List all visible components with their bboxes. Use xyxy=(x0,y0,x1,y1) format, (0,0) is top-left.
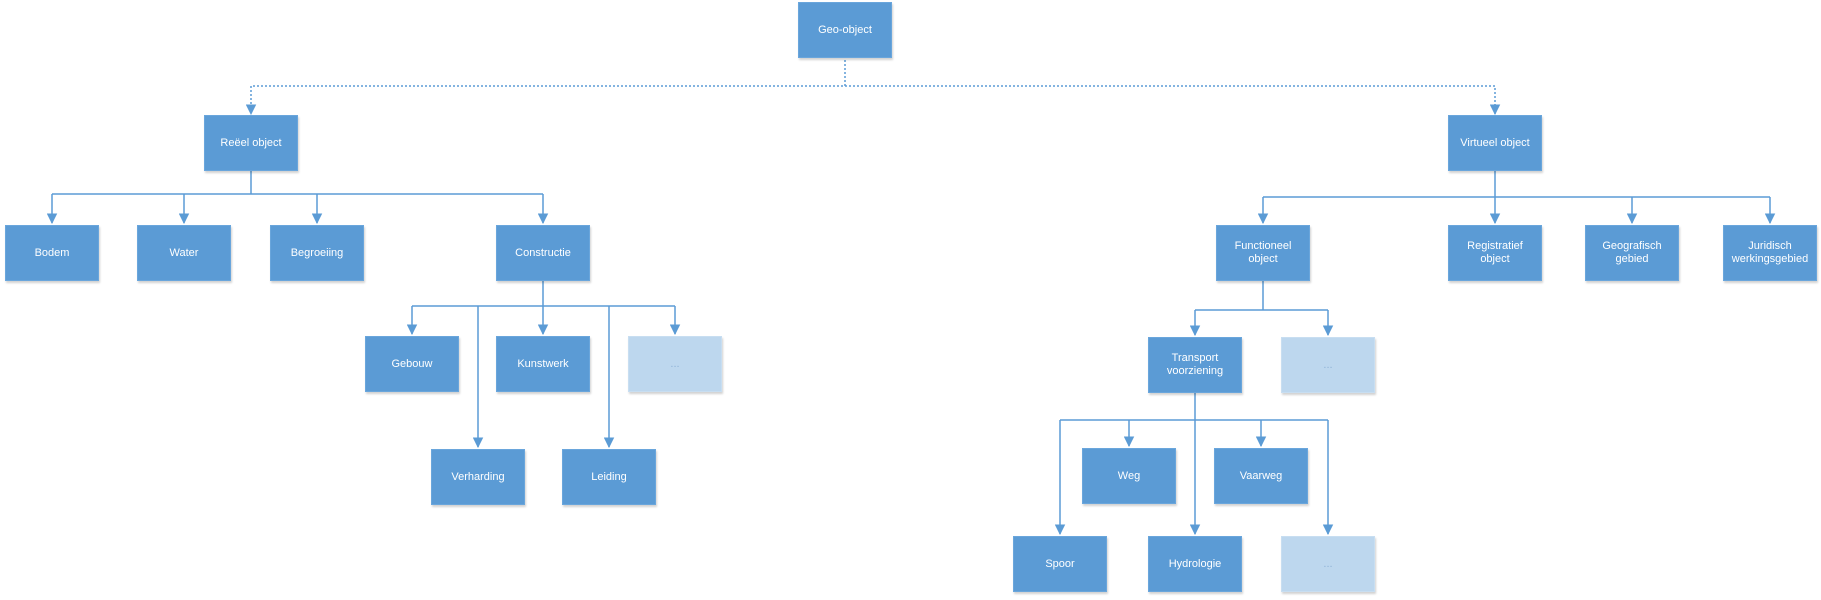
node-label: Gebouw xyxy=(391,357,433,370)
node-label: Leiding xyxy=(591,470,627,483)
node-verharding[interactable]: Verharding xyxy=(431,449,525,505)
node-label: Weg xyxy=(1117,469,1141,482)
node-gebouw[interactable]: Gebouw xyxy=(365,336,459,392)
node-label: Registratief object xyxy=(1467,240,1523,265)
node-label: Geografisch gebied xyxy=(1602,240,1662,265)
node-registratief-object[interactable]: Registratief object xyxy=(1448,225,1542,281)
node-transport-voorziening[interactable]: Transport voorziening xyxy=(1148,337,1242,393)
node-label: ... xyxy=(1323,358,1333,371)
node-vaarweg[interactable]: Vaarweg xyxy=(1214,448,1308,504)
node-label: Virtueel object xyxy=(1460,136,1530,149)
node-spoor[interactable]: Spoor xyxy=(1013,536,1107,592)
node-functioneel-more[interactable]: ... xyxy=(1281,337,1375,393)
node-functioneel-object[interactable]: Functioneel object xyxy=(1216,225,1310,281)
node-geografisch-gebied[interactable]: Geografisch gebied xyxy=(1585,225,1679,281)
node-label: Transport voorziening xyxy=(1166,352,1224,377)
node-label: Vaarweg xyxy=(1239,469,1283,482)
node-water[interactable]: Water xyxy=(137,225,231,281)
node-geo-object[interactable]: Geo-object xyxy=(798,2,892,58)
node-begroeiing[interactable]: Begroeiing xyxy=(270,225,364,281)
connector-geo-virtueel xyxy=(845,85,1501,116)
node-label: Verharding xyxy=(451,470,505,483)
node-label: Begroeiing xyxy=(290,246,344,259)
node-transport-more[interactable]: ... xyxy=(1281,536,1375,592)
node-label: Water xyxy=(169,246,199,259)
node-hydrologie[interactable]: Hydrologie xyxy=(1148,536,1242,592)
node-constructie-more[interactable]: ... xyxy=(628,336,722,392)
node-leiding[interactable]: Leiding xyxy=(562,449,656,505)
node-label: Spoor xyxy=(1045,557,1075,570)
connector-virtueel-bus xyxy=(1263,171,1770,198)
node-label: ... xyxy=(1323,557,1333,570)
node-kunstwerk[interactable]: Kunstwerk xyxy=(496,336,590,392)
connector-reeel-bus xyxy=(52,171,543,195)
node-constructie[interactable]: Constructie xyxy=(496,225,590,281)
node-label: Reëel object xyxy=(220,136,282,149)
connector-geo-reeel xyxy=(245,56,846,116)
node-bodem[interactable]: Bodem xyxy=(5,225,99,281)
node-label: Geo-object xyxy=(818,23,872,36)
node-juridisch-werkingsgebied[interactable]: Juridisch werkingsgebied xyxy=(1723,225,1817,281)
node-label: Juridisch werkingsgebied xyxy=(1731,240,1809,265)
connector-transport-bus xyxy=(1060,393,1328,421)
node-reeel-object[interactable]: Reëel object xyxy=(204,115,298,171)
node-virtueel-object[interactable]: Virtueel object xyxy=(1448,115,1542,171)
node-label: Hydrologie xyxy=(1168,557,1222,570)
node-label: Kunstwerk xyxy=(517,357,569,370)
node-label: Bodem xyxy=(34,246,70,259)
node-label: Functioneel object xyxy=(1234,240,1292,265)
node-label: Constructie xyxy=(515,246,571,259)
node-weg[interactable]: Weg xyxy=(1082,448,1176,504)
node-label: ... xyxy=(670,357,680,370)
connector-constructie-bus xyxy=(412,281,675,307)
connector-functioneel-bus xyxy=(1195,281,1328,311)
